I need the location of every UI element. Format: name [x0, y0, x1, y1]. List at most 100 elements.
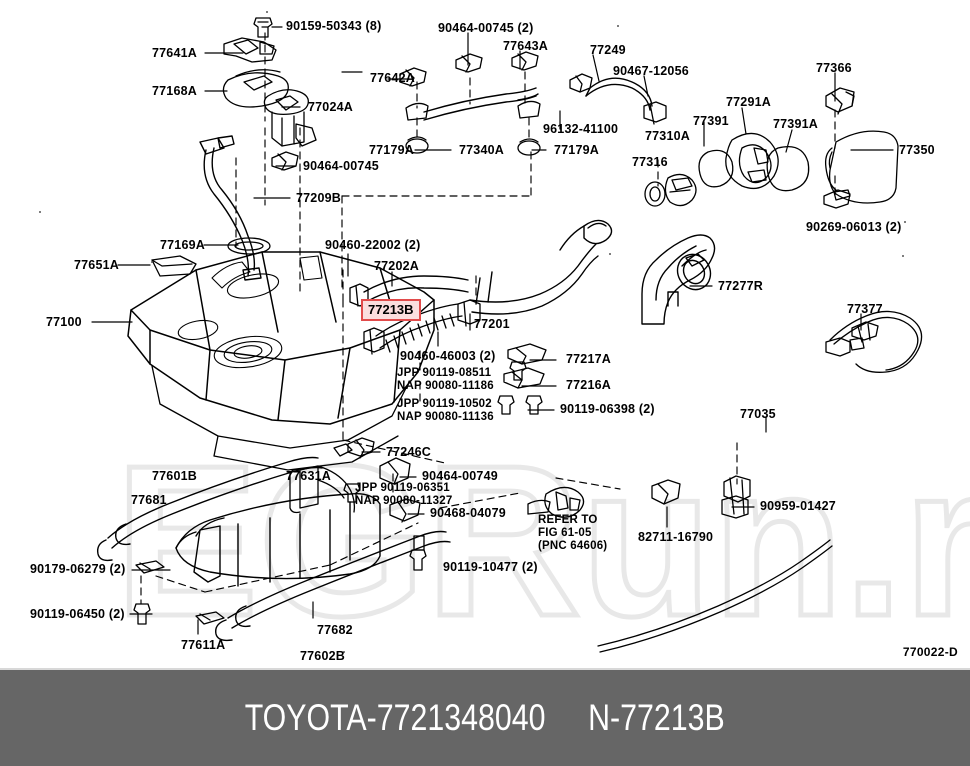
callout-77249[interactable]: 77249 [590, 43, 626, 57]
callout-77202A[interactable]: 77202A [374, 259, 419, 273]
part-77249-hose [585, 77, 653, 111]
part-77179A-left [405, 102, 429, 154]
callout-90119-06398-2[interactable]: 90119-06398 (2) [560, 402, 655, 416]
callout-90460-22002-2[interactable]: 90460-22002 (2) [325, 238, 421, 252]
callout-77217A[interactable]: 77217A [566, 352, 611, 366]
callout-77310A[interactable]: 77310A [645, 129, 690, 143]
part-77168A [222, 69, 289, 108]
callout-77201[interactable]: 77201 [474, 317, 510, 331]
callout-77350[interactable]: 77350 [899, 143, 935, 157]
callout-77277R[interactable]: 77277R [718, 279, 763, 293]
callout-90460-46003-2[interactable]: 90460-46003 (2) [400, 349, 496, 363]
bolt-90119-10502 [497, 395, 515, 415]
callout-77602B[interactable]: 77602B [300, 649, 345, 663]
footer-separator: - [366, 697, 378, 738]
callout-90159-50343-8[interactable]: 90159-50343 (8) [286, 19, 382, 33]
part-77216A-clamp [503, 367, 545, 389]
callout-77681[interactable]: 77681 [131, 493, 167, 507]
part-90460-46003-clamp [363, 299, 481, 355]
part-77213B-bellows [375, 303, 463, 353]
callout-line: JPP 90119-10502 [397, 398, 492, 410]
part-90269-06013 [823, 189, 851, 209]
callout-77246C[interactable]: 77246C [386, 445, 431, 459]
footer-suffix-separator: - [610, 697, 621, 738]
callout-77641A[interactable]: 77641A [152, 46, 197, 60]
callout-77601B[interactable]: 77601B [152, 469, 197, 483]
callout-90467-12056[interactable]: 90467-12056 [613, 64, 689, 78]
part-77310A [664, 173, 697, 207]
callout-77377[interactable]: 77377 [847, 302, 883, 316]
highlighted-part-number[interactable]: 77213B [361, 299, 421, 321]
callout-77169A[interactable]: 77169A [160, 238, 205, 252]
part-77350-fuel-door [824, 130, 899, 204]
part-77391A-gasket [766, 145, 810, 192]
part-77602B-strap [215, 530, 451, 642]
footer-part-number: 7721348040 [377, 697, 546, 738]
callout-90464-00745-2[interactable]: 90464-00745 (2) [438, 21, 534, 35]
assembly-dashed-lines [140, 32, 836, 605]
callout-90119-06450-2[interactable]: 90119-06450 (2) [30, 607, 125, 621]
callout-77340A[interactable]: 77340A [459, 143, 504, 157]
callout-77291A[interactable]: 77291A [726, 95, 771, 109]
bolt-90119-08511 [509, 361, 527, 381]
part-77035-cable [597, 310, 923, 653]
part-77202A-hose [363, 275, 469, 303]
callout-77024A[interactable]: 77024A [308, 100, 353, 114]
part-77217A-clamp [507, 343, 547, 365]
callout-line: REFER TO [538, 514, 598, 526]
bolt-90119-06398 [525, 395, 543, 415]
callout-77035[interactable]: 77035 [740, 407, 776, 421]
part-77391-gasket [698, 149, 734, 188]
callout-77179A[interactable]: 77179A [554, 143, 599, 157]
callout-77209B[interactable]: 77209B [296, 191, 341, 205]
bolt-90119-06351 [343, 483, 361, 503]
callout-77682[interactable]: 77682 [317, 623, 353, 637]
fuel-tank-77100 [127, 251, 435, 425]
part-90464-00749-clip [379, 457, 411, 485]
bolt-90119-06450 [133, 603, 151, 625]
part-90467-12056 [643, 101, 667, 125]
callout-90119-10477-2[interactable]: 90119-10477 (2) [443, 560, 538, 574]
callout-96132-41100[interactable]: 96132-41100 [543, 122, 619, 136]
callout-77168A[interactable]: 77168A [152, 84, 197, 98]
callout-77631A[interactable]: 77631A [286, 469, 331, 483]
part-muffler-body [175, 493, 381, 587]
callout-90464-00749[interactable]: 90464-00749 [422, 469, 498, 483]
footer-brand: TOYOTA [244, 697, 367, 738]
callout-77100[interactable]: 77100 [46, 315, 82, 329]
part-90159-50343 [253, 17, 273, 38]
callout-77366[interactable]: 77366 [816, 61, 852, 75]
part-REFER-TO-FIG [527, 486, 585, 518]
callout-line: NAP 90080-11186 [397, 379, 494, 392]
callout-77216A[interactable]: 77216A [566, 378, 611, 392]
callout-line: JPP 90119-08511 [397, 367, 492, 379]
part-77340A-tube [423, 87, 539, 121]
part-90464-00745-center [271, 151, 299, 171]
part-77643A [511, 51, 539, 71]
callout-77651A[interactable]: 77651A [74, 258, 119, 272]
part-77277R [641, 234, 716, 325]
callout-77179A[interactable]: 77179A [369, 143, 414, 157]
part-90464-00745-right [455, 53, 483, 73]
callout-line: (PNC 64606) [538, 539, 608, 552]
callout-90269-06013-2[interactable]: 90269-06013 (2) [806, 220, 902, 234]
callout-77642A[interactable]: 77642A [370, 71, 415, 85]
callout-82711-16790[interactable]: 82711-16790 [638, 530, 714, 544]
callout-77391A[interactable]: 77391A [773, 117, 818, 131]
callout-77391[interactable]: 77391 [693, 114, 729, 128]
callout-77611A[interactable]: 77611A [181, 638, 226, 652]
part-90959-01427-clip [721, 475, 751, 519]
callout-90468-04079[interactable]: 90468-04079 [430, 506, 506, 520]
callout-90959-01427[interactable]: 90959-01427 [760, 499, 836, 513]
callout-77316[interactable]: 77316 [632, 155, 668, 169]
callout-90179-06279-2[interactable]: 90179-06279 (2) [30, 562, 126, 576]
callout-90464-00745[interactable]: 90464-00745 [303, 159, 379, 173]
fuel-tank-detail [177, 255, 323, 369]
figure-id: 770022-D [902, 645, 958, 659]
callout-77643A[interactable]: 77643A [503, 39, 548, 53]
